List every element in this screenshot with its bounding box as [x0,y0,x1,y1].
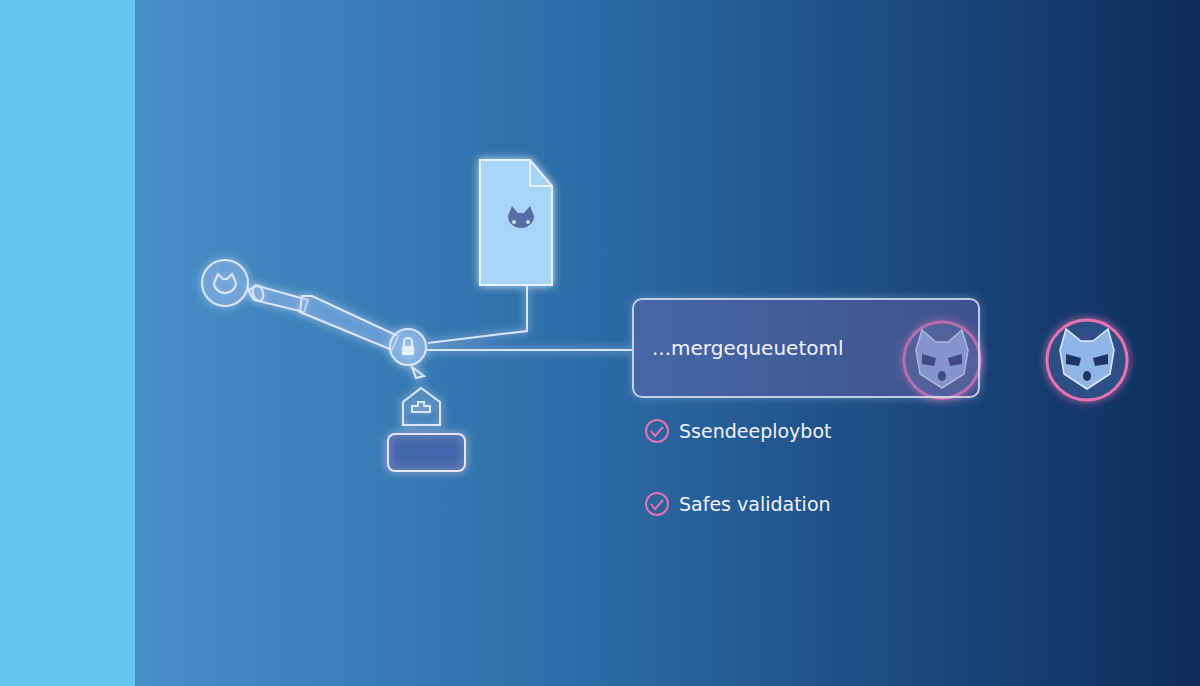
cat-icon [214,274,236,293]
mask-icon [1047,320,1127,400]
check-label: Ssendeeploybot [679,420,831,442]
check-mark [651,427,663,436]
document-page [480,160,552,285]
check-icons [646,420,668,515]
cat-face [508,206,534,228]
left-strip [0,0,135,686]
lock-shackle [404,338,412,346]
arm-joint [251,284,266,302]
doc-wire [428,285,527,343]
mask-face [1060,329,1114,389]
mask-ring [1047,320,1127,400]
arm-base-circle [202,260,248,306]
package-box [388,434,465,471]
cat-eye [512,220,516,224]
cat-eye [526,220,530,224]
box-label: ...mergequeuetoml [652,336,844,360]
document-icon [480,160,552,285]
arm-claw [412,367,424,378]
mask-mouth [1083,371,1091,381]
check-circle [646,493,668,515]
box-wire [426,349,632,351]
check-label: Safes validation [679,493,831,515]
document-fold [530,160,552,186]
check-circle [646,420,668,442]
robot-arm [202,260,465,471]
wires [426,285,632,350]
arm-segment [300,296,398,350]
mask-eyes [1066,354,1108,366]
lock-body [402,346,414,355]
lock-joint [390,329,426,365]
gripper-house [403,388,440,425]
process-box: ...mergequeuetoml [632,298,980,398]
check-mark [651,500,663,509]
gripper-part [412,402,430,412]
